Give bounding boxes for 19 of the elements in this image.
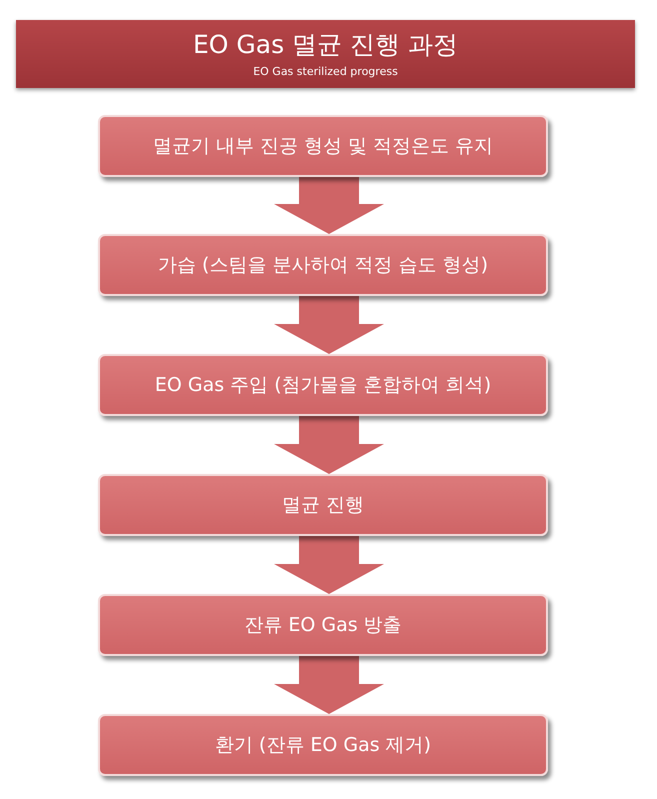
- process-box: [98, 354, 548, 416]
- down-arrow: [274, 177, 384, 234]
- process-box: [98, 594, 548, 656]
- process-box: [98, 714, 548, 776]
- step-text: 멸균 진행: [282, 493, 364, 518]
- down-arrow: [274, 656, 384, 714]
- title: EO Gas 멸균 진행 과정: [192, 29, 459, 61]
- process-box: [98, 115, 548, 177]
- down-arrow: [274, 296, 384, 354]
- process-box: [98, 474, 548, 536]
- subtitle: EO Gas sterilized progress: [252, 65, 399, 78]
- step-text: EO Gas 주입 (첨가물을 혼합하여 희석): [154, 373, 492, 398]
- step-text: 가습 (스팀을 분사하여 적정 습도 형성): [158, 253, 488, 278]
- down-arrow: [274, 536, 384, 594]
- down-arrow: [274, 416, 384, 474]
- process-box: [98, 234, 548, 296]
- step-text: 환기 (잔류 EO Gas 제거): [214, 733, 432, 758]
- step-text: 멸균기 내부 진공 형성 및 적정온도 유지: [152, 134, 494, 159]
- step-text: 잔류 EO Gas 방출: [244, 613, 402, 638]
